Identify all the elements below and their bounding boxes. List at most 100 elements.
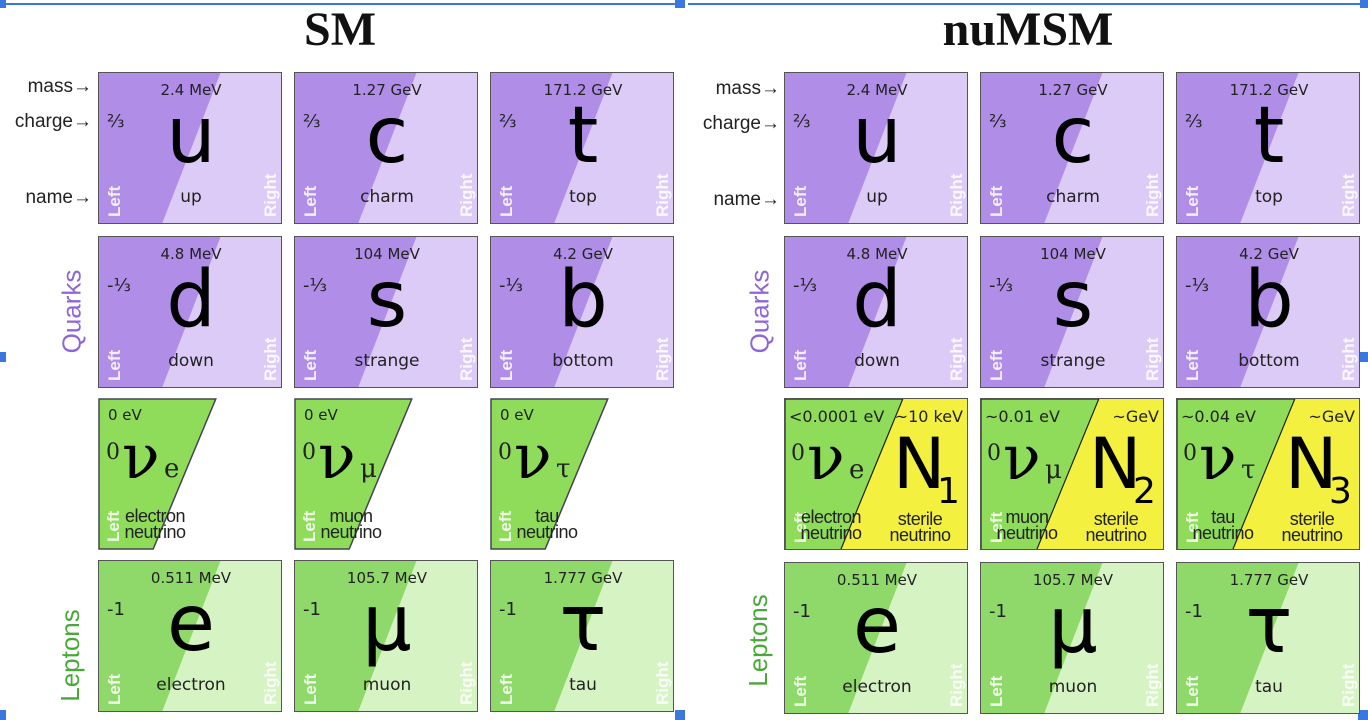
sterile-name-line1: sterile bbox=[1093, 509, 1139, 529]
particle-mass: 105.7 MeV bbox=[1032, 571, 1114, 589]
quarks-group-label: Quarks bbox=[744, 269, 775, 354]
cell-background bbox=[785, 399, 967, 549]
selection-top-line-left bbox=[0, 3, 680, 5]
particle-name-line1: electron bbox=[124, 506, 186, 526]
particle-mass: 0 eV bbox=[108, 406, 142, 424]
particle-mass: 0.511 MeV bbox=[150, 569, 232, 587]
particle-mass: 0.511 MeV bbox=[836, 571, 918, 589]
particle-symbol: e bbox=[853, 581, 901, 671]
particle-charge: ⅔ bbox=[107, 111, 125, 132]
sm-title: SM bbox=[304, 3, 376, 56]
particle-name-line2: neutrino bbox=[1192, 523, 1254, 543]
particle-symbol: u bbox=[166, 91, 216, 181]
particle-name: charm bbox=[360, 187, 414, 207]
particle-name-line1: muon bbox=[1005, 507, 1049, 527]
cell-dark-region bbox=[295, 561, 417, 711]
cell-dark-region bbox=[99, 561, 221, 711]
resize-handle-bottom-mid[interactable] bbox=[675, 710, 685, 720]
particle-mass: 1.777 GeV bbox=[543, 569, 623, 587]
charge-axis-label: charge→ bbox=[14, 111, 92, 132]
sterile-name-line1: sterile bbox=[897, 509, 943, 529]
mass-axis-label: mass→ bbox=[27, 76, 92, 97]
cell-background bbox=[491, 73, 673, 223]
particle-name: electron bbox=[842, 677, 912, 697]
cell-dark-region bbox=[1177, 563, 1299, 713]
particle-mass: 4.8 MeV bbox=[846, 245, 908, 263]
particle-name-line2: neutrino bbox=[124, 522, 186, 542]
particle-symbol: b bbox=[1244, 255, 1294, 345]
particle-charge: 0 bbox=[498, 440, 512, 465]
quarks-group-label: Quarks bbox=[56, 269, 87, 354]
mass-axis-label: mass→ bbox=[715, 78, 780, 99]
cell-dark-region bbox=[295, 237, 417, 387]
particle-mass: 1.27 GeV bbox=[1038, 81, 1108, 99]
particle-symbol: c bbox=[1051, 91, 1095, 181]
particle-symbol: t bbox=[1253, 91, 1285, 181]
cell-background bbox=[98, 398, 217, 550]
particle-name: electron bbox=[156, 675, 226, 695]
cell-dark-region bbox=[981, 73, 1103, 223]
particle-symbol: τ bbox=[1245, 581, 1293, 671]
resize-handle-mid-right[interactable] bbox=[1358, 352, 1368, 362]
resize-handle-mid-left[interactable] bbox=[0, 352, 6, 362]
cell-background bbox=[99, 237, 281, 387]
sterile-mass: ~10 keV bbox=[894, 407, 963, 426]
particle-charge: ⅔ bbox=[303, 111, 321, 132]
particle-charge: -⅓ bbox=[499, 275, 523, 296]
cell-background bbox=[491, 561, 673, 711]
particle-charge: -1 bbox=[793, 601, 811, 622]
particle-mass: 4.2 GeV bbox=[1239, 245, 1299, 263]
particle-charge: -1 bbox=[303, 599, 321, 620]
particle-mass: 105.7 MeV bbox=[346, 569, 428, 587]
cell-dark-region bbox=[491, 73, 613, 223]
resize-handle-top-right[interactable] bbox=[1360, 0, 1368, 8]
cell-background bbox=[294, 398, 413, 550]
particle-symbol: ν bbox=[122, 420, 160, 493]
resize-handle-bottom-right[interactable] bbox=[1358, 710, 1368, 720]
cell-background bbox=[981, 563, 1163, 713]
cell-background bbox=[99, 561, 281, 711]
cell-background bbox=[295, 73, 477, 223]
particle-subscript: e bbox=[164, 454, 180, 484]
particle-name: up bbox=[180, 187, 202, 207]
particle-charge: 0 bbox=[987, 441, 1001, 466]
sterile-mass: ~GeV bbox=[1308, 407, 1355, 426]
cell-background bbox=[295, 237, 477, 387]
particle-subscript: μ bbox=[1045, 455, 1062, 485]
resize-handle-bottom-left[interactable] bbox=[0, 710, 6, 720]
particle-name-line1: tau bbox=[535, 506, 559, 526]
particle-name: tau bbox=[569, 675, 597, 695]
particle-mass: 4.2 GeV bbox=[553, 245, 613, 263]
sterile-subscript: 2 bbox=[1133, 471, 1156, 512]
resize-handle-top-left[interactable] bbox=[0, 0, 6, 8]
sm-panel: SM mass→ charge→ name→ Quarks Leptons Le… bbox=[0, 0, 680, 718]
particle-charge: 0 bbox=[302, 440, 316, 465]
charge-axis-label: charge→ bbox=[702, 113, 780, 134]
resize-handle-top-mid[interactable] bbox=[675, 0, 685, 8]
particle-name: charm bbox=[1046, 187, 1100, 207]
